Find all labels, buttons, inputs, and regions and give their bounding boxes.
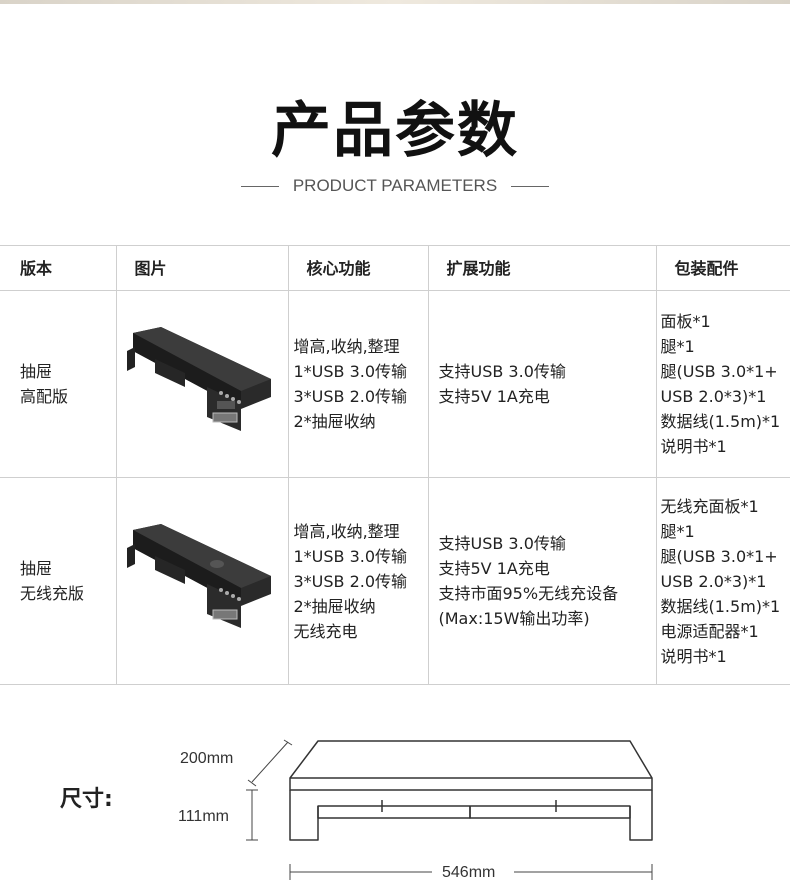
core-function-line: 2*抽屉收纳 — [293, 596, 376, 616]
version-line: 抽屉 — [20, 559, 53, 578]
version-line: 无线充版 — [20, 584, 85, 603]
table-row: 抽屉 无线充版 增高,收纳,整理 1*USB 3.0传输 3*USB 2.0传输… — [0, 477, 790, 685]
table-header-row: 版本 图片 核心功能 扩展功能 包装配件 — [0, 245, 790, 291]
version-cell: 抽屉 无线充版 — [0, 477, 117, 685]
header-image: 图片 — [115, 245, 289, 291]
header-package-contents: 包装配件 — [655, 245, 790, 291]
table-row: 抽屉 高配版 增高,收纳,整理 1*USB 3.0传输 3*USB 2.0传输 … — [0, 290, 790, 478]
dimension-width-label: 546mm — [442, 864, 496, 881]
monitor-stand-wireless-icon — [126, 523, 271, 628]
core-function-line: 3*USB 2.0传输 — [293, 571, 408, 591]
size-label: 尺寸: — [60, 787, 113, 812]
package-contents-cell: 无线充面板*1 腿*1 腿(USB 3.0*1+ USB 2.0*3)*1 数据… — [655, 477, 790, 685]
package-item: 腿*1 — [660, 337, 695, 356]
package-item: USB 2.0*3)*1 — [660, 571, 767, 591]
parameters-table: 版本 图片 核心功能 扩展功能 包装配件 抽屉 高配版 增高, — [0, 245, 790, 685]
version-cell: 抽屉 高配版 — [0, 290, 117, 478]
core-function-line: 增高,收纳,整理 — [293, 337, 400, 356]
core-function-line: 无线充电 — [293, 621, 358, 641]
core-function-line: 2*抽屉收纳 — [293, 412, 376, 431]
page-subtitle: PRODUCT PARAMETERS — [292, 176, 498, 195]
dimension-depth-label: 200mm — [180, 750, 234, 767]
package-item: 无线充面板*1 — [660, 496, 759, 516]
core-functions-cell: 增高,收纳,整理 1*USB 3.0传输 3*USB 2.0传输 2*抽屉收纳 … — [287, 477, 429, 685]
package-item: 数据线(1.5m)*1 — [660, 412, 781, 431]
header-extended-functions: 扩展功能 — [427, 245, 657, 291]
extended-function-line: 支持USB 3.0传输 — [438, 534, 566, 553]
version-line: 抽屉 — [20, 362, 53, 381]
version-line: 高配版 — [20, 387, 69, 406]
product-image-cell — [115, 477, 289, 685]
top-decor-strip — [0, 0, 790, 4]
package-item: 面板*1 — [660, 312, 711, 331]
package-item: 说明书*1 — [660, 646, 727, 666]
extended-functions-cell: 支持USB 3.0传输 支持5V 1A充电 — [427, 290, 657, 478]
package-item: 数据线(1.5m)*1 — [660, 596, 781, 616]
extended-function-line: 支持市面95%无线充设备 — [438, 584, 619, 603]
extended-function-line: (Max:15W输出功率) — [438, 609, 590, 628]
package-contents-cell: 面板*1 腿*1 腿(USB 3.0*1+ USB 2.0*3)*1 数据线(1… — [655, 290, 790, 478]
package-item: 说明书*1 — [660, 437, 727, 456]
extended-functions-cell: 支持USB 3.0传输 支持5V 1A充电 支持市面95%无线充设备 (Max:… — [427, 477, 657, 685]
dimension-height-label: 111mm — [178, 808, 229, 825]
extended-function-line: 支持5V 1A充电 — [438, 559, 550, 578]
subtitle-row: PRODUCT PARAMETERS — [0, 176, 790, 196]
core-function-line: 增高,收纳,整理 — [293, 521, 400, 541]
monitor-stand-drawer-icon — [126, 326, 271, 431]
core-function-line: 1*USB 3.0传输 — [293, 362, 408, 381]
core-function-line: 3*USB 2.0传输 — [293, 387, 408, 406]
header-core-functions: 核心功能 — [287, 245, 429, 291]
subtitle-divider-right — [511, 185, 550, 187]
core-functions-cell: 增高,收纳,整理 1*USB 3.0传输 3*USB 2.0传输 2*抽屉收纳 — [287, 290, 429, 478]
package-item: USB 2.0*3)*1 — [660, 387, 767, 406]
package-item: 电源适配器*1 — [660, 621, 759, 641]
page-title: 产品参数 — [271, 96, 519, 166]
product-image-cell — [115, 290, 289, 478]
core-function-line: 1*USB 3.0传输 — [293, 546, 408, 566]
package-item: 腿(USB 3.0*1+ — [660, 362, 778, 381]
extended-function-line: 支持5V 1A充电 — [438, 387, 550, 406]
header-version: 版本 — [0, 245, 117, 291]
subtitle-divider-left — [240, 185, 279, 187]
extended-function-line: 支持USB 3.0传输 — [438, 362, 566, 381]
package-item: 腿(USB 3.0*1+ — [660, 546, 778, 566]
package-item: 腿*1 — [660, 521, 695, 541]
